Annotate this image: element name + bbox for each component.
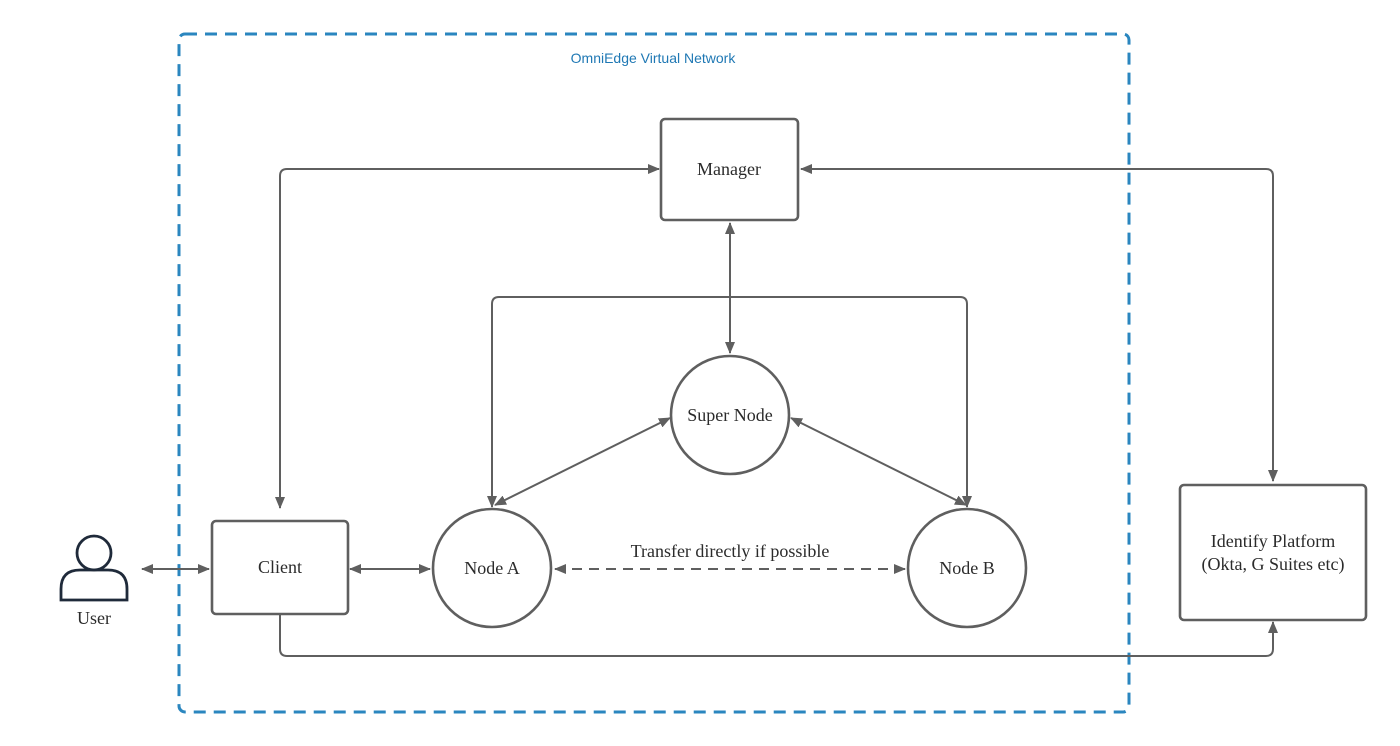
super-node-label: Super Node (687, 405, 772, 425)
edge-manager-identity (800, 164, 1278, 482)
edges: Transfer directly if possible (141, 164, 1278, 657)
node-a[interactable]: Node A (431, 507, 553, 629)
direct-transfer-label: Transfer directly if possible (631, 541, 830, 561)
node-b-circle (906, 507, 1028, 629)
manager-box (659, 117, 800, 222)
manager-node[interactable]: Manager (659, 117, 800, 222)
client-box (210, 519, 350, 616)
client-node[interactable]: Client (210, 519, 350, 616)
user-actor[interactable]: User (59, 534, 129, 628)
edge-manager-node-b (730, 296, 972, 508)
super-node[interactable]: Super Node (669, 354, 791, 476)
client-label: Client (258, 557, 302, 577)
edge-client-identity (279, 615, 1278, 657)
identity-platform-label-line2: (Okta, G Suites etc) (1202, 554, 1345, 575)
virtual-network-title: OmniEdge Virtual Network (571, 50, 737, 66)
identity-platform-node[interactable]: Identify Platform (Okta, G Suites etc) (1178, 483, 1368, 622)
edge-manager-node-a (487, 296, 730, 508)
manager-label: Manager (697, 159, 761, 179)
edge-client-manager (275, 164, 660, 509)
node-b[interactable]: Node B (906, 507, 1028, 629)
user-icon (59, 534, 129, 602)
identity-platform-box (1178, 483, 1368, 622)
edge-supernode-node-b (790, 417, 967, 506)
user-label: User (77, 608, 111, 628)
super-node-circle (669, 354, 791, 476)
node-a-circle (431, 507, 553, 629)
identity-platform-label-line1: Identify Platform (1211, 531, 1335, 551)
node-b-label: Node B (939, 558, 995, 578)
node-a-label: Node A (464, 558, 520, 578)
edge-supernode-node-a (494, 417, 671, 506)
